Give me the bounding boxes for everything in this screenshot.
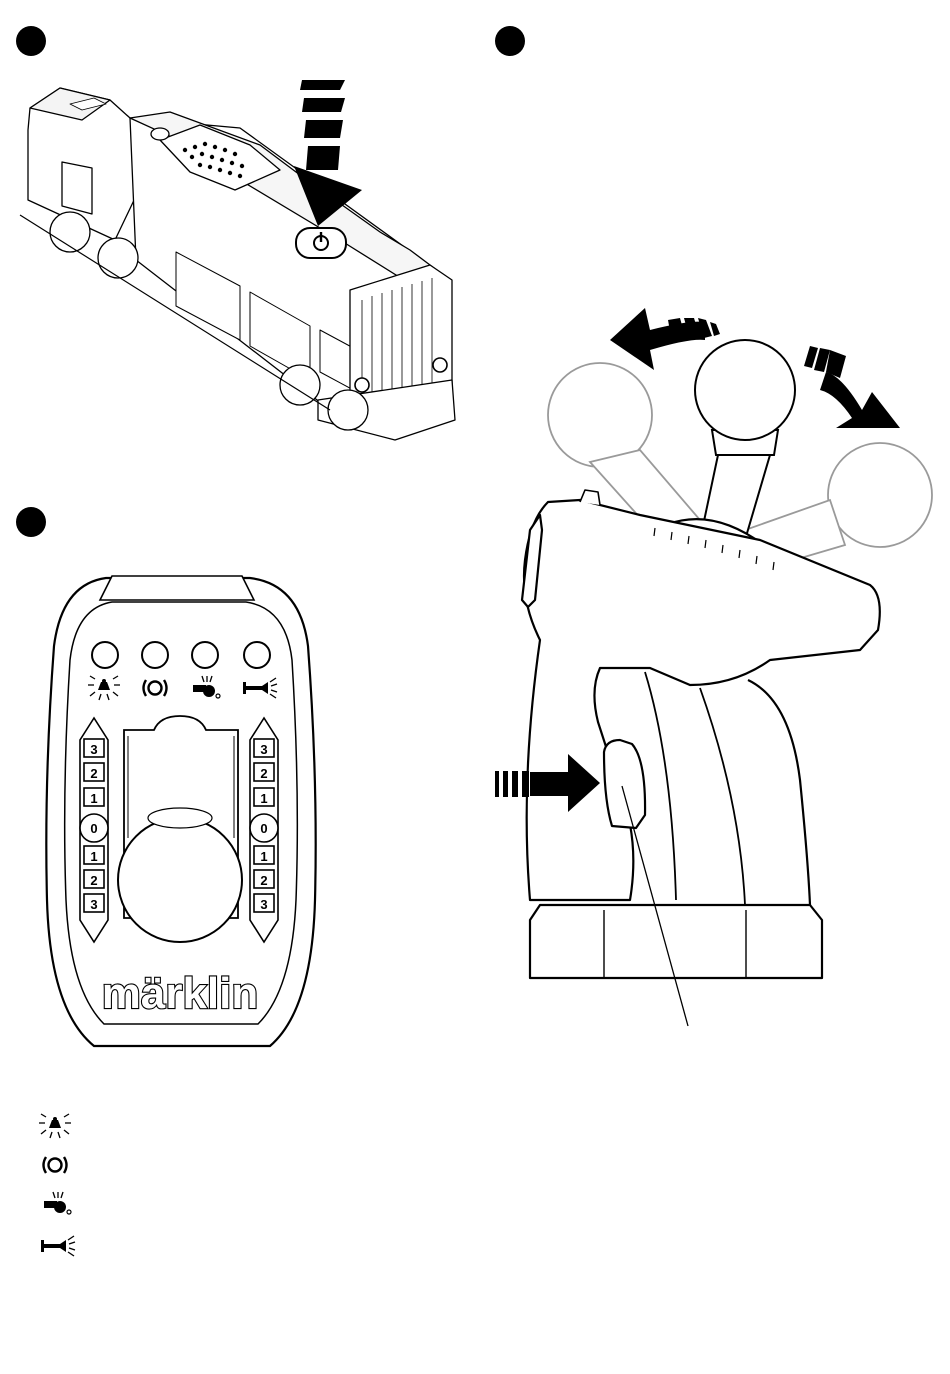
legend-sound-icon: [44, 1157, 67, 1173]
left-speed-step-label: 2: [90, 873, 97, 888]
function-button-sound[interactable]: [142, 642, 168, 668]
function-button-light[interactable]: [92, 642, 118, 668]
legend-headlight-icon: [39, 1114, 71, 1138]
right-speed-step-label: 2: [260, 766, 267, 781]
right-speed-step-label: 0: [260, 821, 267, 836]
remote-front: 3 2 1 0 1 2 3 3 2 1 0 1 2 3 märklin: [46, 576, 315, 1046]
function-button-whistle[interactable]: [192, 642, 218, 668]
hand-controller-side: [522, 490, 880, 978]
step-2-marker: [495, 26, 525, 56]
throttle-knob-front[interactable]: [118, 818, 242, 942]
left-speed-step-label: 1: [90, 849, 97, 864]
left-speed-step-label: 2: [90, 766, 97, 781]
right-speed-step-label: 2: [260, 873, 267, 888]
step-3-marker: [16, 507, 46, 537]
remote-top-antenna: [100, 576, 254, 600]
brand-logo: märklin: [102, 969, 259, 1018]
left-speed-step-label: 1: [90, 791, 97, 806]
right-speed-step-label: 1: [260, 849, 267, 864]
right-speed-step-label: 3: [260, 742, 267, 757]
step-1-marker: [16, 26, 46, 56]
left-speed-step-label: 3: [90, 897, 97, 912]
right-speed-step-label: 3: [260, 897, 267, 912]
legend-horn-icon: [41, 1236, 75, 1256]
legend: [39, 1114, 75, 1256]
right-speed-step-label: 1: [260, 791, 267, 806]
tilt-arrow-right: [804, 346, 900, 428]
left-speed-step-label: 3: [90, 742, 97, 757]
legend-whistle-icon: [44, 1192, 71, 1214]
left-speed-step-label: 0: [90, 821, 97, 836]
throttle-knob: [695, 340, 795, 540]
function-button-horn[interactable]: [244, 642, 270, 668]
locomotive-illustration: [20, 88, 455, 440]
